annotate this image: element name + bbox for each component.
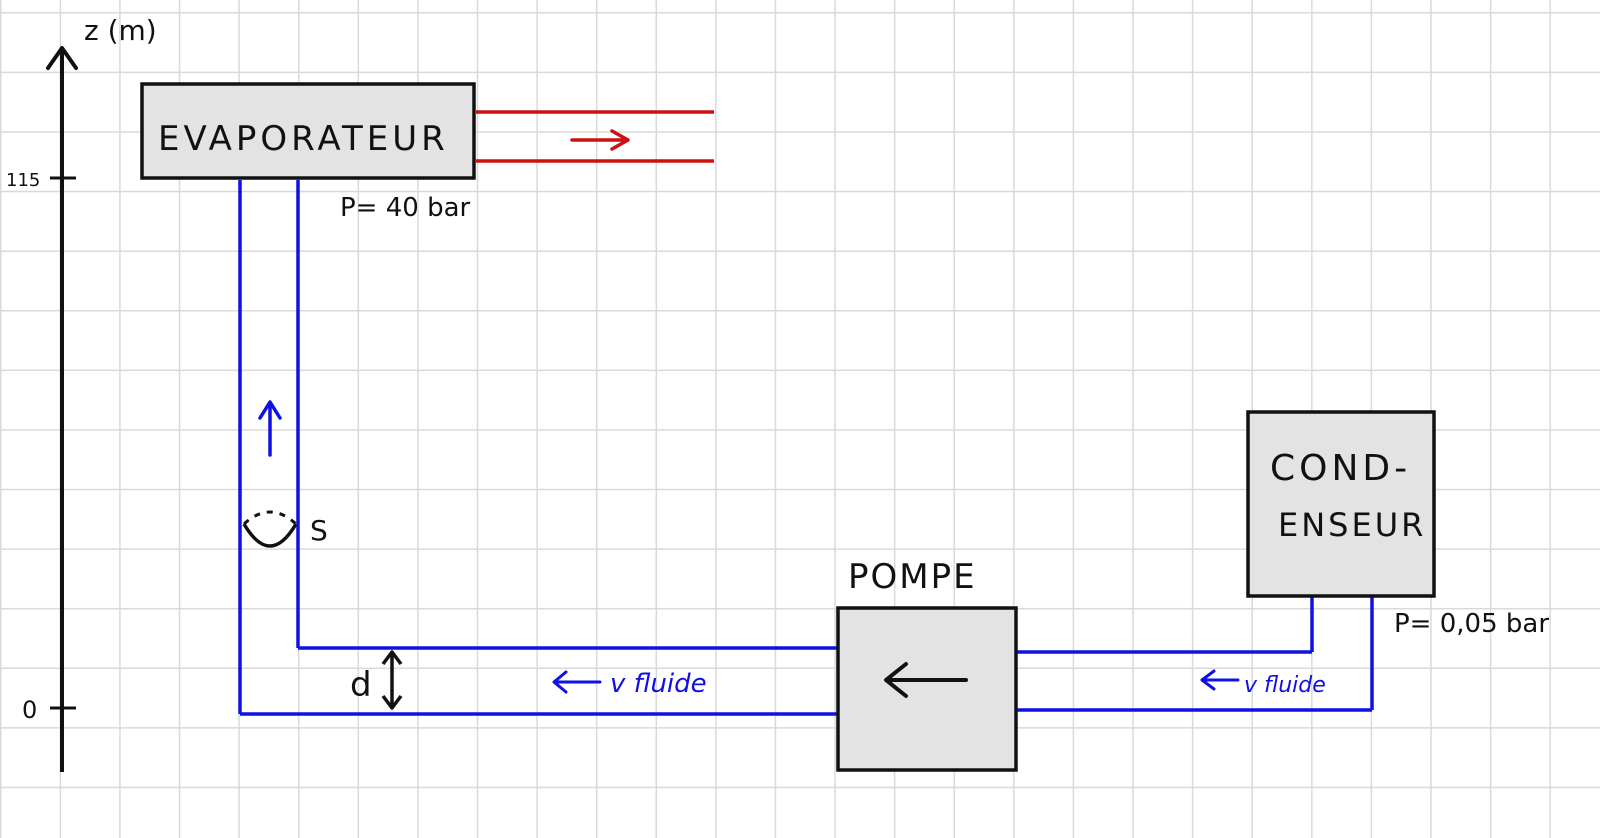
tick-label-top: 115 <box>6 170 40 191</box>
condenser-pressure: P= 0,05 bar <box>1394 609 1549 639</box>
condenser: COND- ENSEUR P= 0,05 bar <box>1246 410 1549 639</box>
section-indicator: S <box>242 510 328 548</box>
tick-label-bottom: 0 <box>22 696 37 724</box>
pump: POMPE <box>836 557 1018 772</box>
dimension-up-arrow-icon <box>381 650 403 666</box>
dimension-down-arrow-icon <box>381 694 403 710</box>
z-axis: z (m) 115 0 <box>6 14 157 772</box>
pump-label: POMPE <box>848 557 977 597</box>
flow-up-arrow-icon <box>258 400 282 457</box>
flow-left-arrow-icon <box>1200 669 1240 691</box>
velocity-annotation-right: v fluide <box>1200 669 1326 698</box>
diameter-label: d <box>350 665 372 705</box>
axis-arrow-icon <box>46 46 78 70</box>
condenser-label-line2: ENSEUR <box>1278 506 1426 544</box>
flow-left-arrow-icon <box>552 670 602 694</box>
pump-direction-arrow-icon <box>884 662 968 698</box>
steam-outlet <box>476 110 714 163</box>
velocity-annotation-left: v fluide <box>552 669 707 699</box>
flow-right-arrow-icon <box>570 129 630 151</box>
velocity-label-right: v fluide <box>1244 673 1326 698</box>
diameter-indicator: d <box>350 650 403 710</box>
condenser-label-line1: COND- <box>1270 448 1411 489</box>
section-label: S <box>310 514 328 547</box>
evaporator: EVAPORATEUR P= 40 bar <box>140 82 476 223</box>
pipe-network <box>238 180 1374 716</box>
evaporator-label: EVAPORATEUR <box>158 119 449 159</box>
velocity-label-left: v fluide <box>610 669 707 699</box>
evaporator-pressure: P= 40 bar <box>340 193 471 223</box>
axis-label: z (m) <box>84 14 157 47</box>
